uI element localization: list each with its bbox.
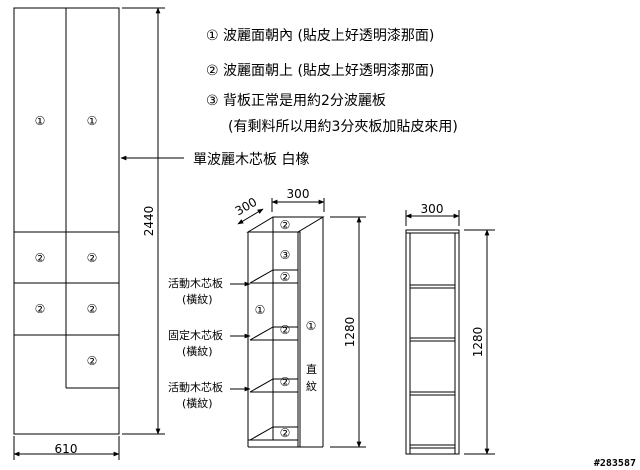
grain-label-line1: 直 <box>306 362 317 376</box>
board-marker-2: ② <box>87 354 98 368</box>
shelf-label-1: 活動木芯板 <box>168 276 223 290</box>
cabinet-marker-2: ② <box>280 426 291 440</box>
shelf <box>249 426 299 441</box>
dim-cabinet-depth-label: 300 <box>233 195 260 219</box>
board-layout <box>13 7 120 435</box>
front-shelf <box>409 284 456 289</box>
note-3: ③ 背板正常是用約2分波麗板 <box>206 93 386 109</box>
note-2: ② 波麗面朝上 (貼皮上好透明漆那面) <box>206 63 434 79</box>
dim-front-width-label: 610 <box>55 442 78 456</box>
dim-front-width <box>13 436 120 460</box>
dim-front-view-height <box>464 229 495 455</box>
dim-cabinet-width-label: 300 <box>287 187 310 201</box>
shelf-label-2-sub: (橫紋) <box>182 344 213 358</box>
cabinet-perspective <box>246 216 325 448</box>
shelf-label-3-sub: (橫紋) <box>182 396 213 410</box>
dim-front-height <box>122 7 165 435</box>
front-shelf <box>409 444 456 449</box>
cabinet-marker-2: ② <box>280 323 291 337</box>
board-marker-2: ② <box>35 251 46 265</box>
shelf <box>249 326 299 341</box>
dim-front-view-width <box>405 210 460 226</box>
dim-front-view-height-label: 1280 <box>471 327 485 358</box>
front-shelf <box>409 337 456 342</box>
dim-front-view-width-label: 300 <box>421 202 444 216</box>
shelf-label-1-sub: (橫紋) <box>182 292 213 306</box>
note-1: ① 波麗面朝內 (貼皮上好透明漆那面) <box>206 28 434 44</box>
cabinet-front-view <box>405 229 460 455</box>
shelf-label-3: 活動木芯板 <box>168 380 223 394</box>
board-marker-2: ② <box>87 251 98 265</box>
core-board-label: 單波麗木芯板 白橡 <box>193 152 309 168</box>
grain-label-line2: 紋 <box>306 379 317 393</box>
front-shelf <box>409 391 456 396</box>
cabinet-marker-2: ② <box>280 270 291 284</box>
image-code: #283587 <box>594 458 636 469</box>
cabinet-marker-2: ② <box>280 375 291 389</box>
shelf <box>249 378 299 393</box>
cabinet-marker-1: ① <box>306 319 317 333</box>
dim-cabinet-height-label: 1280 <box>343 317 357 348</box>
dim-front-height-label: 2440 <box>142 206 156 237</box>
cabinet-marker-2: ② <box>280 218 291 232</box>
shelf <box>249 269 299 284</box>
board-marker-2: ② <box>87 302 98 316</box>
dim-cabinet-depth <box>237 208 264 225</box>
note-3-sub: (有剩料所以用約3分夾板加貼皮來用) <box>228 119 458 135</box>
dim-cabinet-height <box>330 216 366 448</box>
cabinet-marker-3: ③ <box>280 248 291 262</box>
shelf-label-2: 固定木芯板 <box>168 328 223 342</box>
board-marker-2: ② <box>35 302 46 316</box>
dim-cabinet-width <box>271 198 325 212</box>
cabinet-marker-1: ① <box>255 303 266 317</box>
board-marker-1: ① <box>87 114 98 128</box>
board-marker-1: ① <box>35 114 46 128</box>
